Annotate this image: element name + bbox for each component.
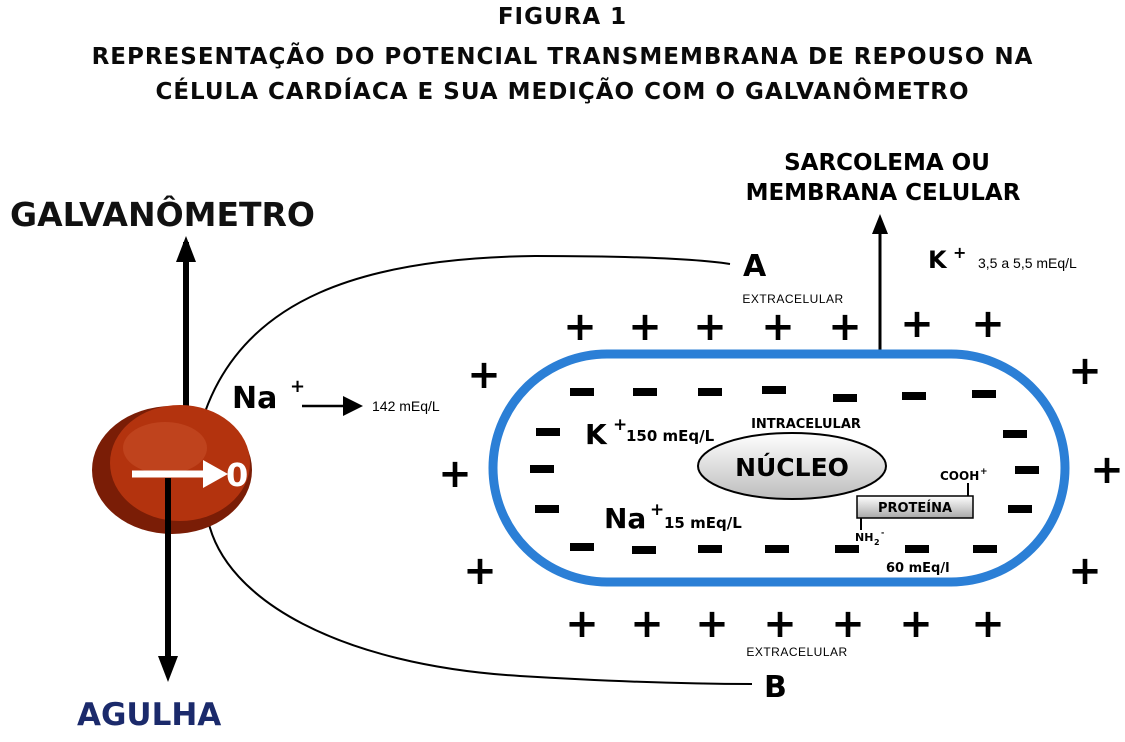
minus-sign — [835, 545, 859, 553]
minus-sign — [632, 546, 656, 554]
plus-sign: + — [831, 601, 865, 647]
figure-title-line-1: REPRESENTAÇÃO DO POTENCIAL TRANSMEMBRANA… — [91, 44, 1034, 70]
protein-label: PROTEÍNA — [878, 500, 952, 516]
galvanometer-dial — [92, 405, 252, 534]
point-b-label: B — [764, 670, 787, 705]
nh2-charge: - — [881, 528, 884, 537]
plus-sign: + — [971, 301, 1005, 347]
plus-sign: + — [467, 352, 501, 398]
nh2-label: NH — [855, 531, 873, 544]
plus-sign: + — [763, 601, 797, 647]
needle-arrow-head — [158, 656, 178, 682]
minus-sign — [762, 386, 786, 394]
minus-sign — [536, 428, 560, 436]
na-in-charge: + — [650, 500, 664, 520]
galvanometer-arrow-head — [176, 236, 196, 262]
minus-sign — [633, 388, 657, 396]
plus-sign: + — [1068, 548, 1102, 594]
cell-membrane — [488, 349, 1070, 587]
outside-charges: + + + + + + + + + + + + + + + + + + + + — [438, 301, 1124, 647]
plus-sign: + — [1090, 447, 1124, 493]
minus-sign — [765, 545, 789, 553]
minus-sign — [535, 505, 559, 513]
minus-sign — [570, 388, 594, 396]
minus-sign — [1015, 466, 1039, 474]
minus-sign — [973, 545, 997, 553]
extracellular-top-label: EXTRACELULAR — [742, 292, 843, 306]
intracellular-label: INTRACELULAR — [751, 417, 861, 432]
sarcolemma-label-line-2: MEMBRANA CELULAR — [746, 180, 1021, 206]
minus-sign — [570, 543, 594, 551]
wire-to-a — [204, 254, 731, 413]
minus-sign — [530, 465, 554, 473]
galvanometer-label: GALVANÔMETRO — [10, 194, 315, 234]
plus-sign: + — [761, 304, 795, 350]
nucleus — [697, 432, 887, 500]
na-out-symbol: Na — [232, 381, 277, 416]
cooh-charge: + — [980, 467, 988, 477]
plus-sign: + — [900, 301, 934, 347]
k-in-charge: + — [613, 415, 627, 435]
plus-sign: + — [563, 304, 597, 350]
point-a-label: A — [743, 249, 767, 284]
wire-to-b — [207, 519, 753, 685]
plus-sign: + — [463, 548, 497, 594]
na-out-value: 142 mEq/L — [372, 398, 440, 414]
minus-sign — [972, 390, 996, 398]
needle-label: AGULHA — [77, 697, 221, 733]
k-out-value: 3,5 a 5,5 mEq/L — [978, 255, 1077, 271]
plus-sign: + — [693, 304, 727, 350]
plus-sign: + — [438, 451, 472, 497]
k-in-value: 150 mEq/L — [626, 427, 715, 445]
figure-label: FIGURA 1 — [497, 4, 628, 30]
sarcolemma-label-line-1: SARCOLEMA OU — [784, 150, 990, 176]
plus-sign: + — [1068, 348, 1102, 394]
k-in-symbol: K — [585, 418, 608, 451]
protein-concentration: 60 mEq/l — [886, 561, 950, 576]
minus-sign — [902, 392, 926, 400]
inside-charges — [530, 386, 1039, 554]
cooh-label: COOH — [940, 469, 979, 483]
minus-sign — [833, 394, 857, 402]
nucleus-label: NÚCLEO — [735, 452, 849, 482]
k-out-charge: + — [953, 243, 966, 262]
dial-value: 0 — [226, 456, 248, 494]
dial-arrow-icon — [132, 460, 228, 488]
na-in-value: 15 mEq/L — [664, 514, 742, 532]
plus-sign: + — [630, 601, 664, 647]
plus-sign: + — [695, 601, 729, 647]
minus-sign — [1003, 430, 1027, 438]
extracellular-bottom-label: EXTRACELULAR — [746, 645, 847, 659]
minus-sign — [698, 388, 722, 396]
plus-sign: + — [828, 304, 862, 350]
na-out-charge: + — [290, 376, 305, 397]
nh2-subscript: 2 — [874, 538, 880, 547]
na-in-symbol: Na — [604, 502, 646, 535]
plus-sign: + — [971, 601, 1005, 647]
plus-sign: + — [628, 304, 662, 350]
protein-box — [856, 495, 974, 519]
plus-sign: + — [899, 601, 933, 647]
minus-sign — [1008, 505, 1032, 513]
figure-title-line-2: CÉLULA CARDÍACA E SUA MEDIÇÃO COM O GALV… — [155, 79, 970, 105]
minus-sign — [698, 545, 722, 553]
minus-sign — [905, 545, 929, 553]
sarcolemma-arrow-head — [872, 214, 888, 234]
plus-sign: + — [565, 601, 599, 647]
k-out-symbol: K — [928, 246, 948, 274]
